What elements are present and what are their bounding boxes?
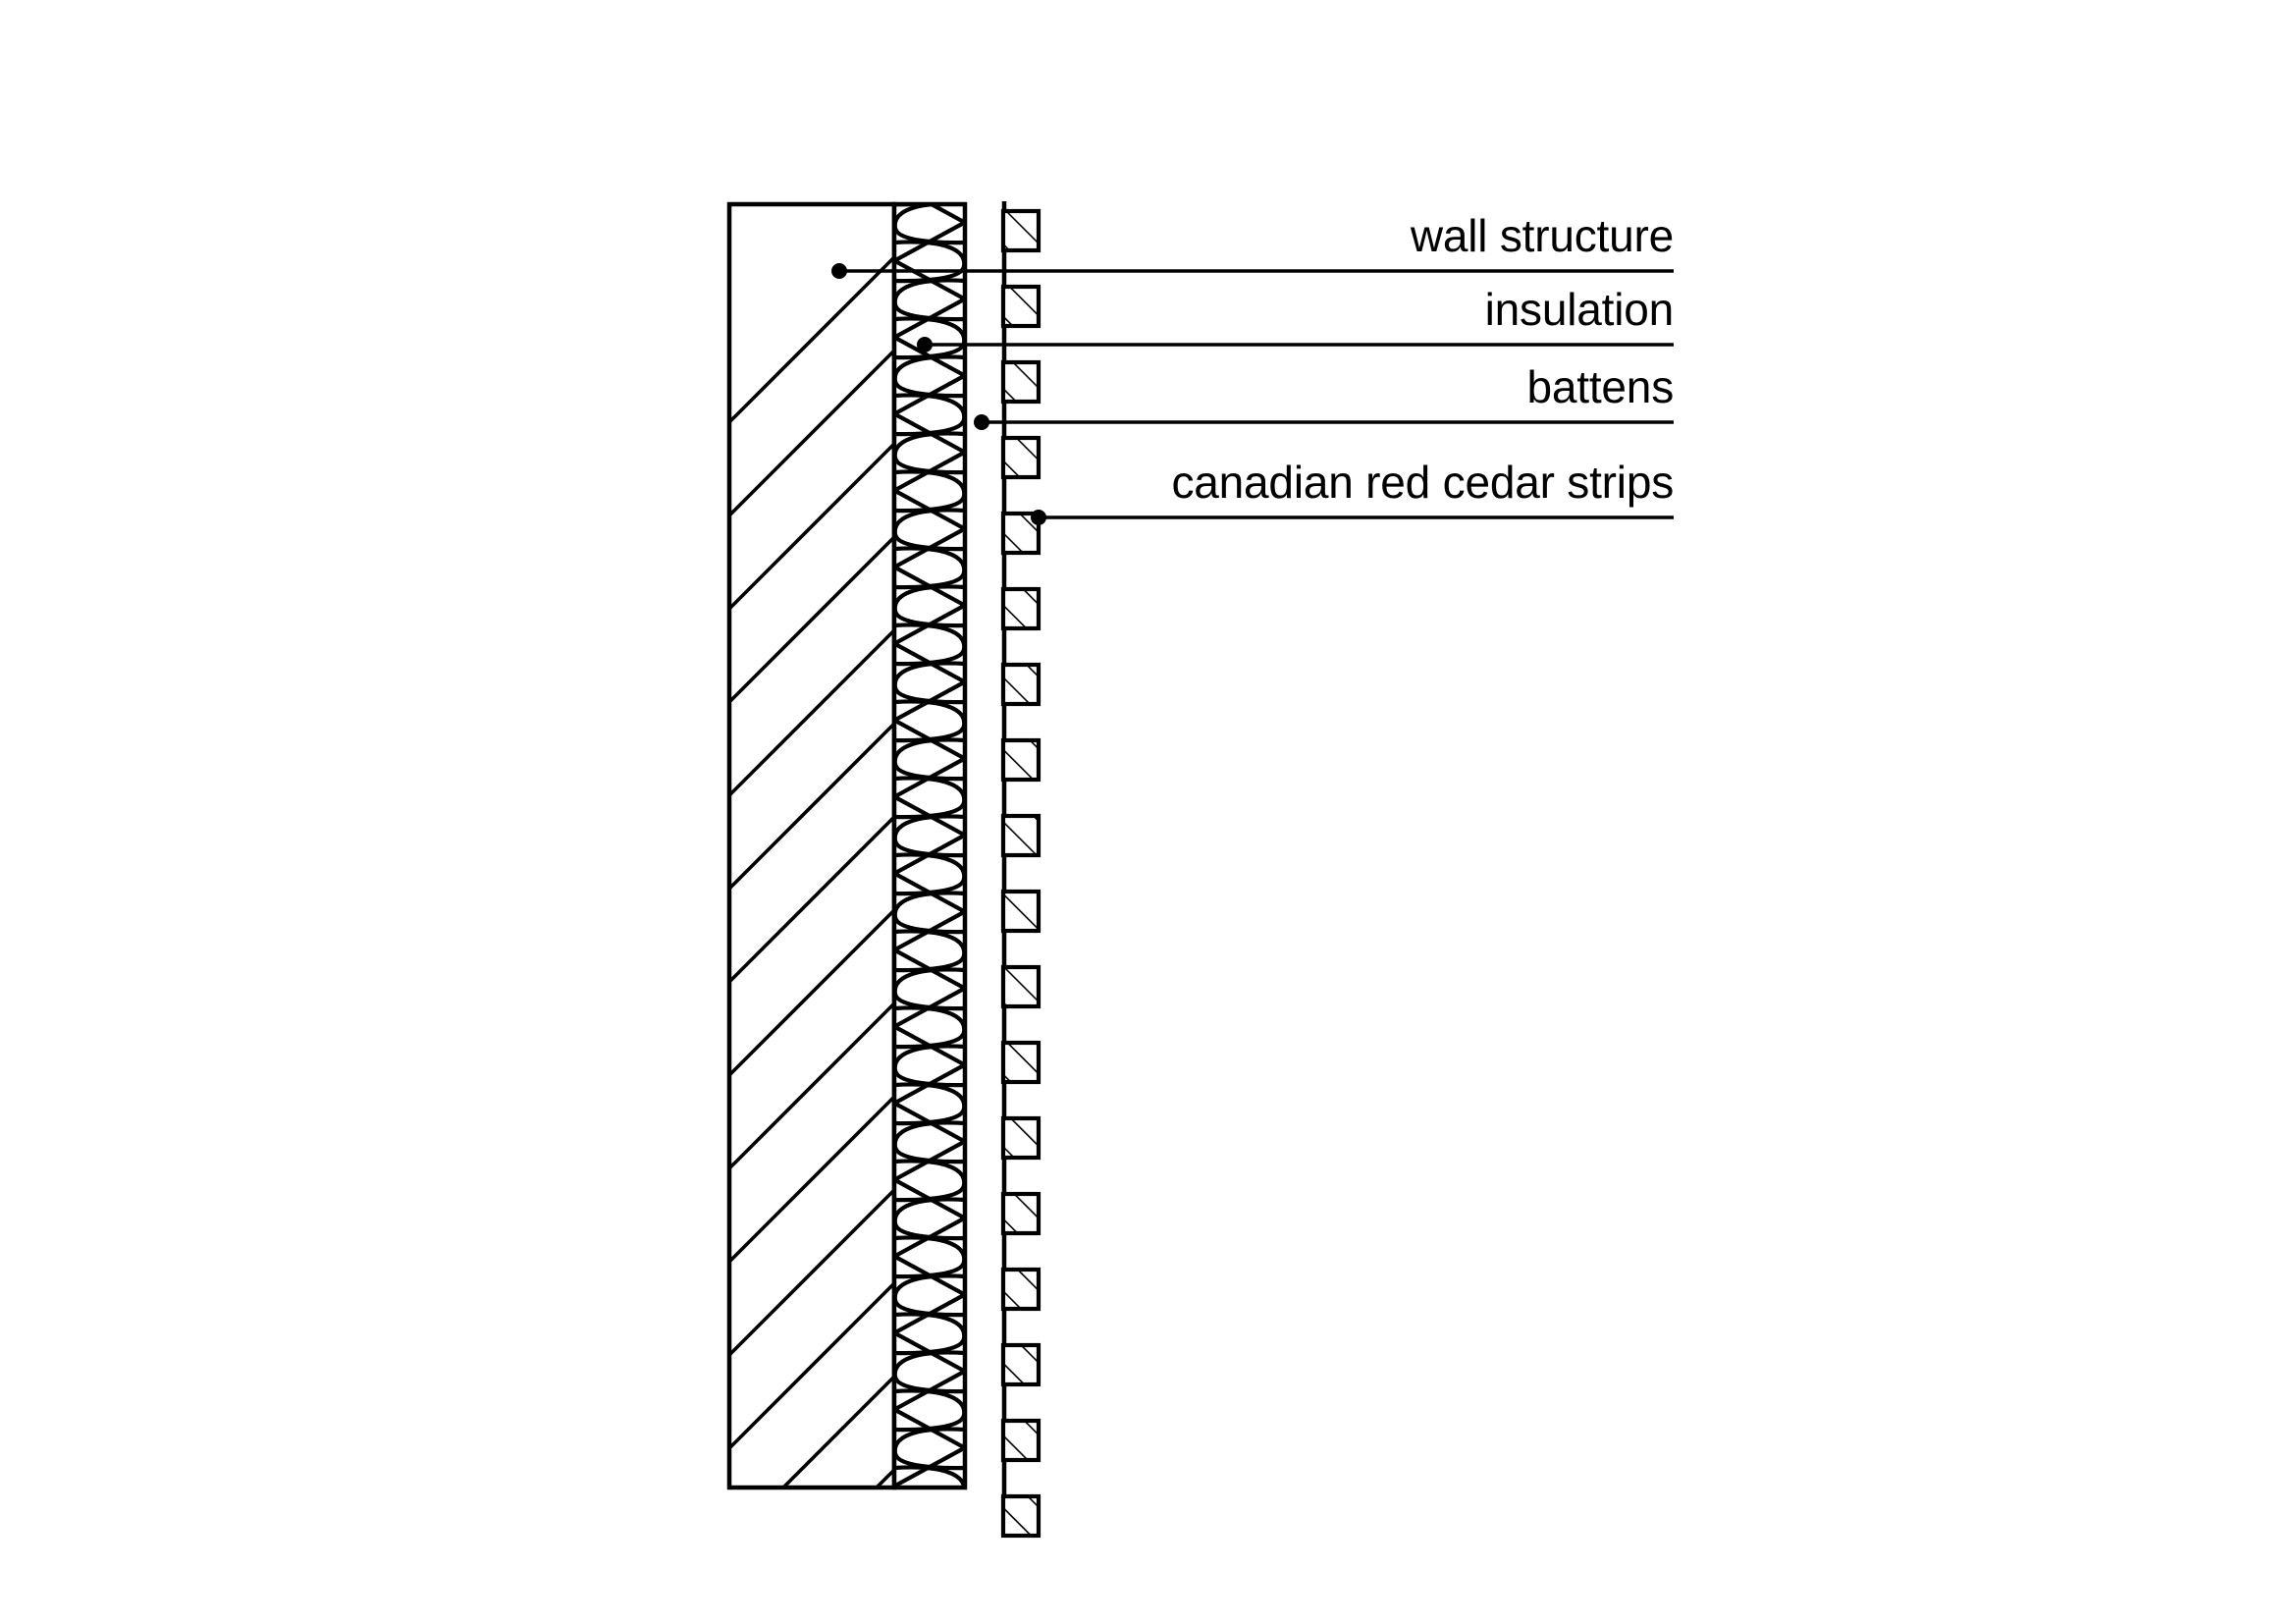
cedar-strip [1000, 1418, 1041, 1463]
wall-structure-hatch [729, 254, 894, 1488]
wall-structure-layer [726, 201, 897, 1490]
cedar-strip [1000, 889, 1041, 934]
insulation-batt-hatch [894, 204, 965, 1488]
callout-insulation-leader-dot [917, 337, 933, 352]
callout-canadian-red-cedar-strips-leader-dot [1031, 510, 1046, 525]
cedar-strip [1000, 662, 1041, 707]
cedar-strip [1000, 737, 1041, 783]
cedar-strip [1000, 208, 1041, 253]
callout-label-insulation: insulation [1484, 284, 1675, 335]
callout-battens-leader-dot [974, 414, 989, 430]
callout-wall-structure-leader-dot [831, 263, 847, 279]
cedar-strip [1000, 964, 1041, 1009]
cedar-strip [1000, 359, 1041, 405]
canadian-red-cedar-strips-layer [1000, 208, 1041, 1539]
cedar-strip [1000, 284, 1041, 329]
cedar-strip [1000, 1267, 1041, 1312]
cedar-strip [1000, 1115, 1041, 1161]
cedar-strip [1000, 1493, 1041, 1539]
cedar-strip [1000, 1040, 1041, 1085]
callout-leaders [831, 263, 1674, 525]
insulation-layer [891, 201, 968, 1490]
cedar-strip [1000, 1342, 1041, 1387]
cedar-strip [1000, 435, 1041, 480]
callout-label-wall-structure: wall structure [1410, 210, 1674, 261]
cedar-strip [1000, 1191, 1041, 1236]
callout-label-battens: battens [1526, 361, 1675, 412]
callout-label-cedar-strips: canadian red cedar strips [1171, 457, 1674, 508]
cedar-strip [1000, 813, 1041, 858]
cedar-strip [1000, 586, 1041, 631]
